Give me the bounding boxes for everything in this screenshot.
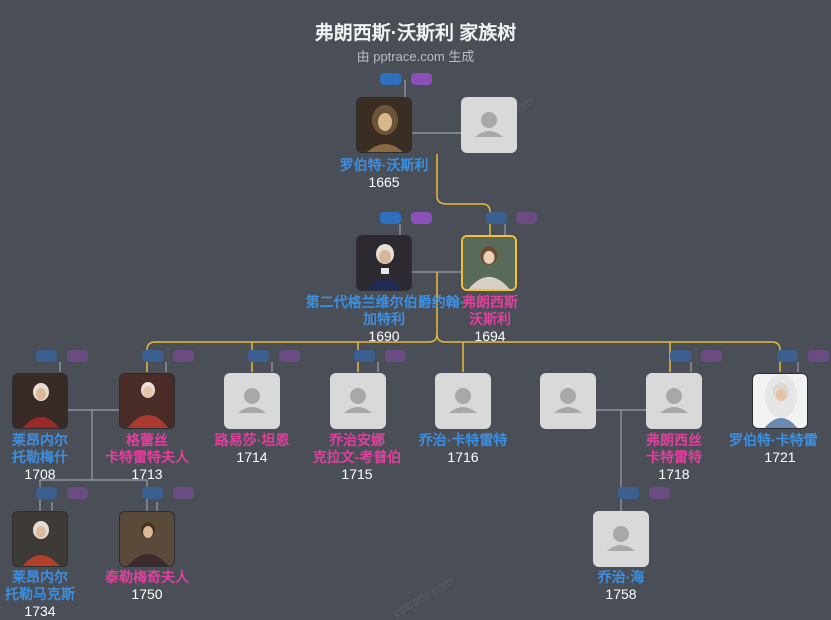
expand-ancestors-mother-toggle[interactable] — [173, 350, 194, 362]
portrait-image — [120, 374, 174, 428]
expand-ancestors-father-toggle[interactable] — [486, 212, 507, 224]
focus-portrait-card[interactable] — [461, 235, 517, 291]
person-birth-year: 1715 — [341, 466, 373, 482]
page-title: 弗朗西斯·沃斯利 家族树 — [314, 23, 517, 44]
portrait-card[interactable] — [12, 373, 68, 429]
person-name-line2[interactable]: 托勒梅什 — [12, 449, 68, 465]
person-silhouette-icon — [344, 388, 372, 413]
person-name-line1[interactable]: 莱昂内尔 — [12, 569, 68, 585]
person-name-line1[interactable]: 弗朗西斯 — [462, 294, 518, 310]
expand-ancestors-mother-toggle[interactable] — [279, 350, 300, 362]
expand-ancestors-mother-toggle[interactable] — [649, 487, 670, 499]
person-name[interactable]: 罗伯特·沃斯利 — [339, 157, 429, 173]
expand-ancestors-mother-toggle[interactable] — [173, 487, 194, 499]
person-birth-year: 1713 — [131, 466, 163, 482]
person-silhouette-icon — [449, 388, 477, 413]
portrait-image — [13, 512, 67, 566]
person-name[interactable]: 罗伯特·卡特雷 — [729, 432, 818, 448]
portrait-image — [463, 237, 515, 289]
person-name[interactable]: 乔治·卡特雷特 — [418, 432, 508, 448]
portrait-card[interactable] — [356, 235, 412, 291]
person-birth-year: 1694 — [474, 328, 506, 344]
portrait-card[interactable] — [119, 511, 175, 567]
placeholder-card[interactable] — [330, 373, 386, 429]
person-birth-year: 1716 — [447, 449, 479, 465]
person-name-line1[interactable]: 格蕾丝 — [126, 432, 168, 448]
person-birth-year: 1734 — [24, 603, 56, 619]
placeholder-card[interactable] — [593, 511, 649, 567]
person-name-line2[interactable]: 沃斯利 — [469, 311, 511, 327]
expand-ancestors-mother-toggle[interactable] — [411, 212, 432, 224]
person-silhouette-icon — [554, 388, 582, 413]
person-name-line1[interactable]: 莱昂内尔 — [12, 432, 68, 448]
expand-ancestors-father-toggle[interactable] — [670, 350, 691, 362]
expand-ancestors-father-toggle[interactable] — [36, 487, 57, 499]
person-birth-year: 1750 — [131, 586, 163, 602]
expand-ancestors-mother-toggle[interactable] — [516, 212, 537, 224]
person-silhouette-icon — [660, 388, 688, 413]
person-name[interactable]: 乔治·海 — [597, 569, 645, 585]
placeholder-card[interactable] — [461, 97, 517, 153]
portrait-image — [120, 512, 174, 566]
person-name[interactable]: 路易莎·坦恩 — [214, 432, 290, 448]
person-silhouette-icon — [238, 388, 266, 413]
expand-ancestors-mother-toggle[interactable] — [701, 350, 722, 362]
expand-ancestors-father-toggle[interactable] — [380, 73, 401, 85]
placeholder-card[interactable] — [435, 373, 491, 429]
portrait-card[interactable] — [356, 97, 412, 153]
placeholder-card[interactable] — [224, 373, 280, 429]
person-name-line2[interactable]: 卡特雷特夫人 — [105, 449, 189, 465]
expand-ancestors-father-toggle[interactable] — [142, 350, 163, 362]
expand-ancestors-father-toggle[interactable] — [354, 350, 375, 362]
person-name-line2[interactable]: 加特利 — [363, 311, 405, 327]
person-name-line1[interactable]: 第二代格兰维尔伯爵约翰· — [305, 294, 465, 310]
expand-ancestors-mother-toggle[interactable] — [67, 350, 88, 362]
person-name[interactable]: 泰勒梅奇夫人 — [105, 569, 189, 585]
person-birth-year: 1718 — [658, 466, 690, 482]
person-birth-year: 1721 — [764, 449, 796, 465]
person-name-line2[interactable]: 托勒马克斯 — [5, 586, 75, 602]
portrait-image — [13, 374, 67, 428]
person-birth-year: 1708 — [24, 466, 56, 482]
expand-ancestors-mother-toggle[interactable] — [411, 73, 432, 85]
placeholder-card[interactable] — [646, 373, 702, 429]
portrait-card[interactable] — [119, 373, 175, 429]
person-name-line2[interactable]: 卡特雷特 — [646, 449, 702, 465]
person-name-line2[interactable]: 克拉文-考普伯 — [312, 449, 402, 465]
expand-ancestors-father-toggle[interactable] — [142, 487, 163, 499]
expand-ancestors-father-toggle[interactable] — [777, 350, 798, 362]
person-birth-year: 1690 — [368, 328, 400, 344]
person-birth-year: 1758 — [605, 586, 637, 602]
portrait-image — [753, 374, 807, 428]
portrait-image — [357, 98, 411, 152]
expand-ancestors-mother-toggle[interactable] — [385, 350, 406, 362]
expand-ancestors-father-toggle[interactable] — [248, 350, 269, 362]
expand-ancestors-father-toggle[interactable] — [380, 212, 401, 224]
expand-ancestors-father-toggle[interactable] — [618, 487, 639, 499]
placeholder-card[interactable] — [540, 373, 596, 429]
person-name-line1[interactable]: 乔治安娜 — [329, 432, 385, 448]
expand-ancestors-mother-toggle[interactable] — [67, 487, 88, 499]
person-name-line1[interactable]: 弗朗西丝 — [646, 432, 702, 448]
expand-ancestors-father-toggle[interactable] — [36, 350, 57, 362]
expand-ancestors-mother-toggle[interactable] — [808, 350, 829, 362]
portrait-card[interactable] — [752, 373, 808, 429]
person-silhouette-icon — [607, 526, 635, 551]
page-subtitle: 由 pptrace.com 生成 — [356, 49, 475, 64]
person-birth-year: 1714 — [236, 449, 268, 465]
portrait-image — [357, 236, 411, 290]
portrait-card[interactable] — [12, 511, 68, 567]
person-birth-year: 1665 — [368, 174, 400, 190]
person-silhouette-icon — [475, 112, 503, 137]
